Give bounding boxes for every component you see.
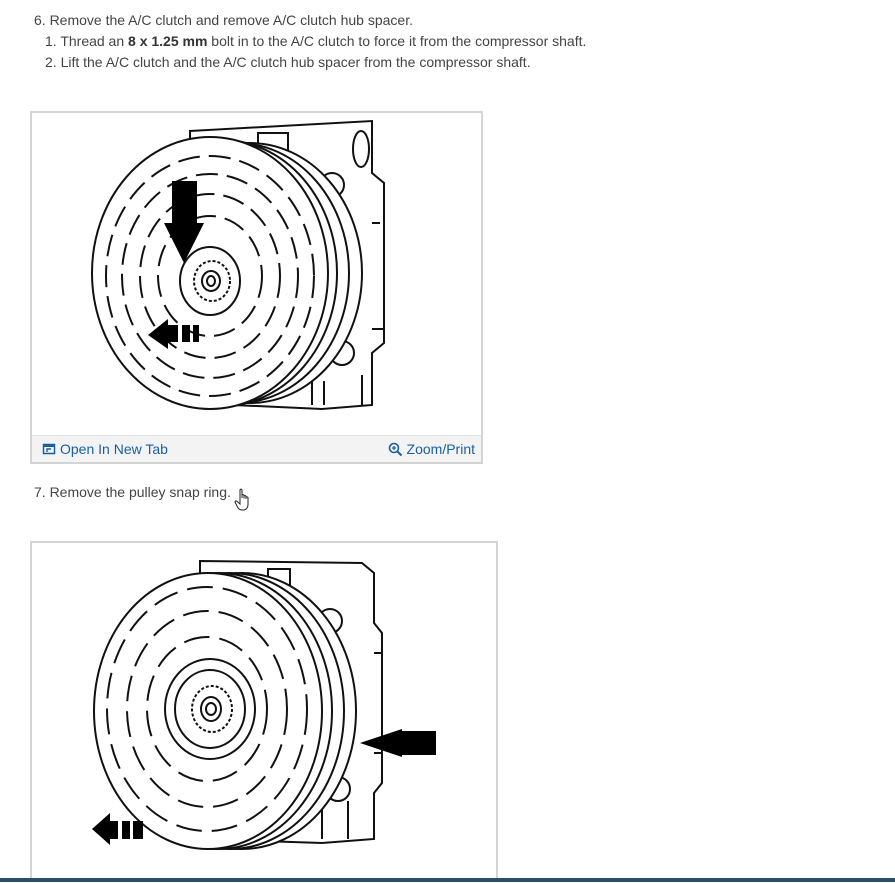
figure-pulley-snap-ring (30, 541, 498, 882)
figure-ac-clutch-removal: Open In New Tab Zoom/Print (30, 111, 483, 464)
step-6-text: 6. Remove the A/C clutch and remove A/C … (34, 12, 413, 28)
window-bottom-edge (0, 878, 895, 882)
step-6-substep-1: 1. Thread an 8 x 1.25 mm bolt in to the … (45, 32, 586, 50)
zoom-print-link[interactable]: Zoom/Print (388, 441, 475, 457)
open-new-tab-icon (42, 443, 56, 455)
bolt-size: 8 x 1.25 mm (128, 33, 208, 49)
figure-1-toolbar: Open In New Tab Zoom/Print (32, 435, 481, 462)
substep-1-prefix: 1. Thread an (45, 33, 129, 49)
substep-1-suffix: bolt in to the A/C clutch to force it fr… (207, 33, 587, 49)
open-in-new-tab-link[interactable]: Open In New Tab (42, 441, 168, 457)
pulley-snap-ring-illustration (92, 559, 436, 850)
ac-clutch-illustration (91, 119, 385, 411)
zoom-print-label: Zoom/Print (406, 441, 475, 457)
hand-pointer-icon (234, 488, 249, 511)
step-7-text: 7. Remove the pulley snap ring. (34, 484, 231, 500)
open-in-new-tab-label: Open In New Tab (60, 441, 168, 457)
step-6-substep-2: 2. Lift the A/C clutch and the A/C clutc… (45, 54, 531, 70)
zoom-magnifier-icon (388, 442, 402, 456)
